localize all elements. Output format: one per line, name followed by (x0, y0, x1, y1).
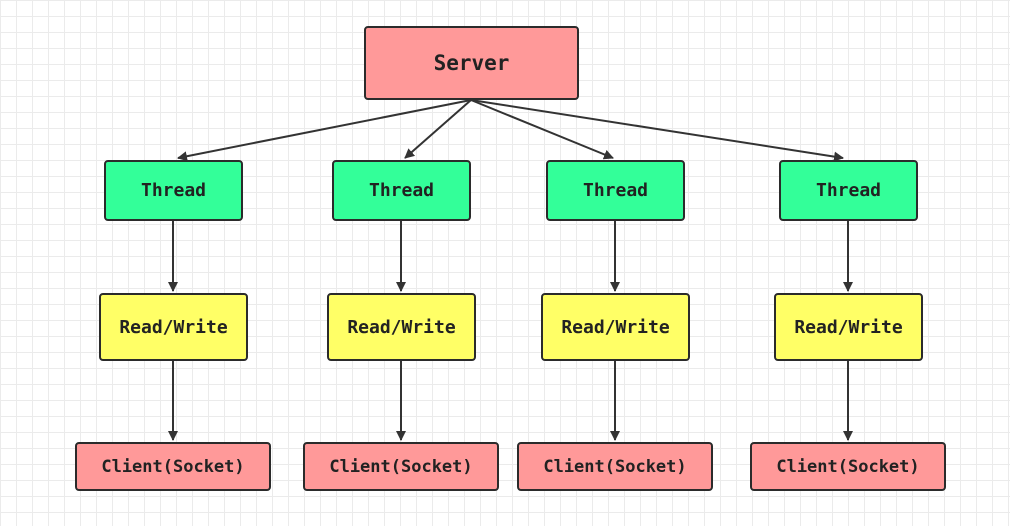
arrow-server-to-thread-0 (177, 99, 472, 162)
client-label: Client(Socket) (543, 456, 687, 477)
thread-label: Thread (140, 180, 207, 201)
read-write-node-2: Read/Write (541, 293, 690, 361)
read-write-label: Read/Write (347, 316, 456, 338)
client-label: Client(Socket) (329, 456, 473, 477)
server-label: Server (433, 51, 510, 75)
read-write-node-0: Read/Write (99, 293, 248, 361)
thread-node-1: Thread (332, 160, 471, 221)
read-write-node-1: Read/Write (327, 293, 476, 361)
thread-node-0: Thread (104, 160, 243, 221)
thread-node-2: Thread (546, 160, 685, 221)
arrow-server-to-thread-1 (404, 99, 472, 159)
read-write-label: Read/Write (794, 316, 903, 338)
thread-node-3: Thread (779, 160, 918, 221)
client-socket-node-0: Client(Socket) (75, 442, 271, 491)
server-node: Server (364, 26, 579, 100)
read-write-label: Read/Write (561, 316, 670, 338)
client-label: Client(Socket) (101, 456, 245, 477)
client-socket-node-3: Client(Socket) (750, 442, 946, 491)
arrow-server-to-thread-2 (470, 99, 614, 160)
thread-label: Thread (815, 180, 882, 201)
read-write-label: Read/Write (119, 316, 228, 338)
thread-label: Thread (582, 180, 649, 201)
thread-label: Thread (368, 180, 435, 201)
client-socket-node-1: Client(Socket) (303, 442, 499, 491)
client-socket-node-2: Client(Socket) (517, 442, 713, 491)
read-write-node-3: Read/Write (774, 293, 923, 361)
arrow-server-to-thread-3 (470, 99, 844, 162)
client-label: Client(Socket) (776, 456, 920, 477)
